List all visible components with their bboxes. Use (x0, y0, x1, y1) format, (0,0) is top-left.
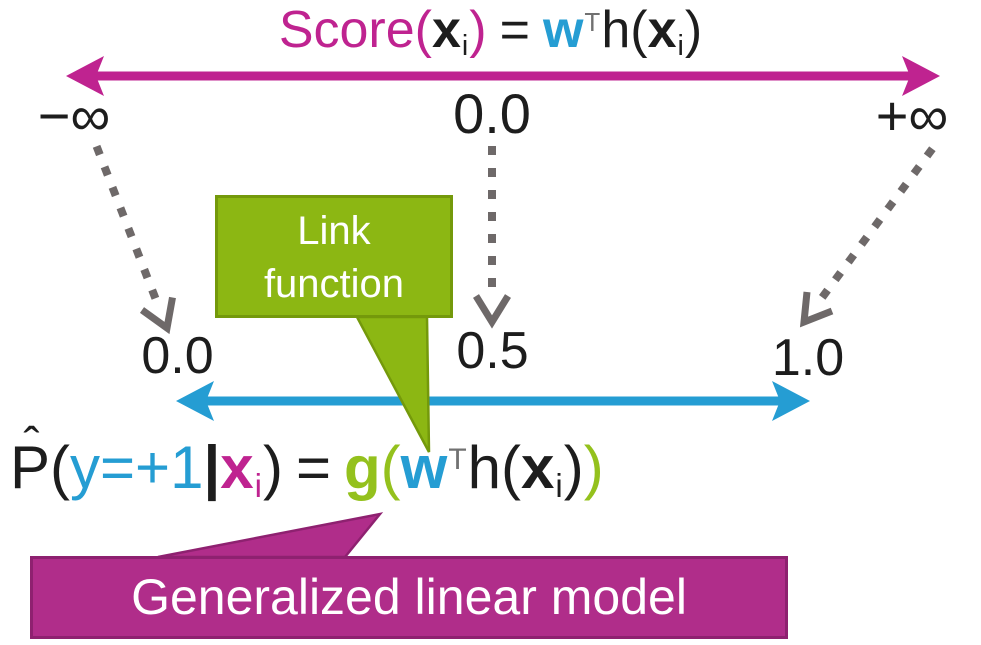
link-callout-tail (354, 315, 431, 453)
w-vector: w (542, 1, 584, 59)
y-equals-plus-one: y=+1 (70, 434, 204, 501)
given-bar: | (203, 434, 221, 501)
chevron-down-icon (473, 294, 511, 329)
score-label: Score (278, 1, 415, 59)
x-variable: x (220, 434, 254, 501)
prob-axis-mid-label: 0.5 (456, 322, 529, 380)
dotted-arrow-center (473, 146, 511, 329)
transpose-symbol: T (584, 6, 601, 37)
dotted-arrow-left (92, 144, 176, 335)
w-vector: w (400, 434, 448, 501)
link-callout-line1: Link (297, 209, 371, 253)
glm-callout-label: Generalized linear model (131, 569, 687, 625)
score-formula: Score(xi)=wTh(xi) (278, 1, 703, 62)
chevron-down-icon (139, 296, 176, 335)
arrowhead-right-icon (772, 381, 810, 421)
prob-axis-max-label: 1.0 (771, 329, 845, 387)
chevron-down-icon (799, 291, 834, 328)
score-axis-max-label: +∞ (875, 84, 949, 147)
score-axis-min-label: −∞ (37, 84, 111, 147)
x-variable: x (431, 1, 461, 59)
glm-callout: Generalized linear model (30, 556, 788, 639)
link-function-g: g (344, 434, 381, 501)
link-function-callout: Link function (215, 195, 453, 318)
transpose-symbol: T (448, 443, 467, 477)
prob-axis-min-label: 0.0 (141, 327, 214, 385)
probability-number-line-arrow (176, 381, 810, 421)
score-axis-mid-label: 0.0 (453, 82, 531, 145)
hat-accent: ˆ (23, 419, 40, 473)
dotted-arrow-right (799, 146, 936, 328)
link-callout-line2: function (263, 262, 405, 306)
arrowhead-left-icon (176, 381, 214, 421)
glm-callout-tail (157, 512, 384, 559)
